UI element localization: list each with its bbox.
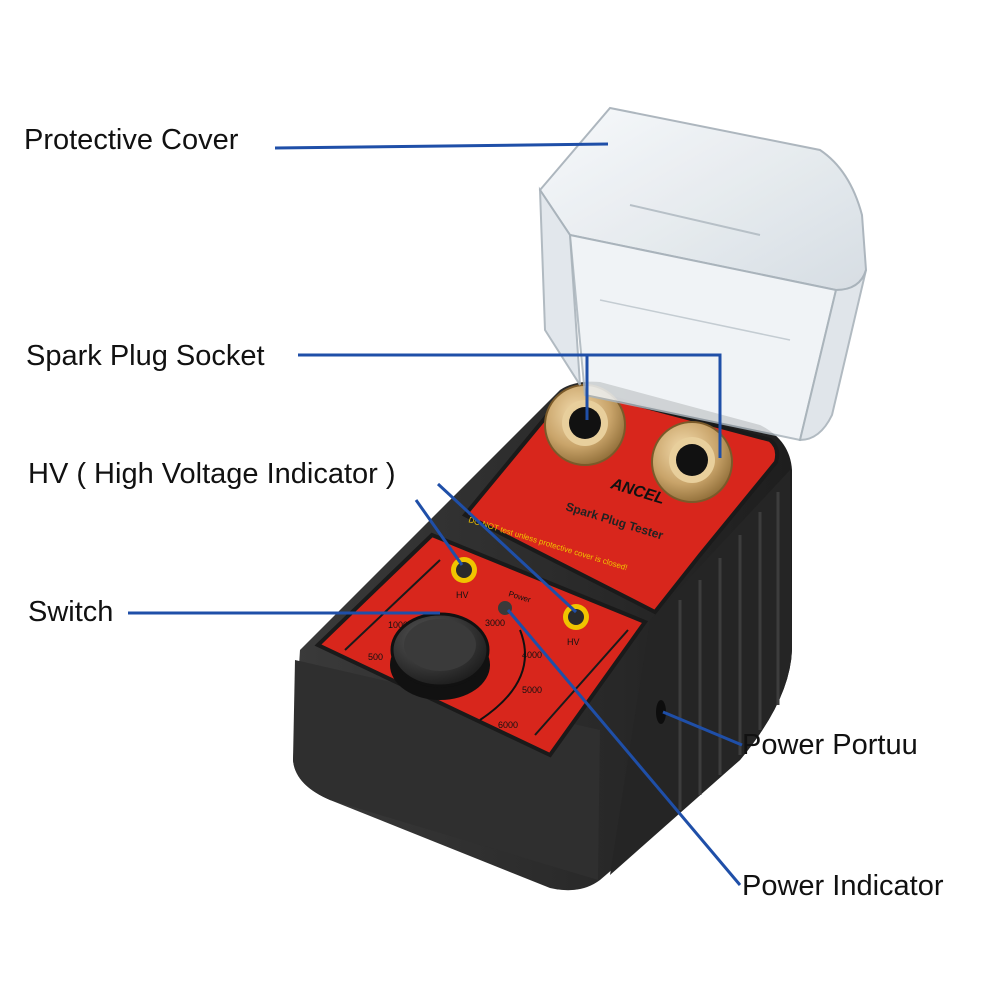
callout-power-port: Power Portuu — [742, 729, 918, 761]
leader-hv-left — [414, 499, 464, 566]
dial-mark-6000: 6000 — [498, 720, 518, 730]
callout-spark-plug-socket: Spark Plug Socket — [26, 340, 265, 372]
dial-mark-1000: 1000 — [388, 620, 408, 630]
leader-hv-right — [436, 482, 578, 614]
dial-mark-5000: 5000 — [522, 685, 542, 695]
dial-mark-4000: 4000 — [522, 650, 542, 660]
dial-mark-3000: 3000 — [485, 618, 505, 628]
spark-plug-socket-right — [651, 421, 733, 503]
leader-lines — [128, 142, 743, 886]
leader-protective-cover — [274, 142, 609, 150]
spark-plug-socket-left — [544, 384, 626, 466]
hv-indicator-left: HV — [451, 557, 477, 600]
leader-power-indicator — [506, 609, 742, 886]
leader-power-port — [662, 710, 743, 747]
protective-cover — [538, 106, 868, 442]
leader-spark-plug-socket — [298, 353, 722, 458]
dial-scale: 500 1000 3000 4000 5000 6000 — [368, 618, 542, 730]
svg-text:HV: HV — [567, 637, 580, 647]
hv-indicator-right: HV — [563, 604, 589, 647]
callout-power-indicator: Power Indicator — [742, 870, 944, 902]
callout-protective-cover: Protective Cover — [24, 124, 239, 156]
power-port — [656, 700, 666, 724]
svg-text:HV: HV — [456, 590, 469, 600]
switch-knob[interactable] — [390, 612, 490, 700]
dial-mark-500: 500 — [368, 652, 383, 662]
callout-switch: Switch — [28, 596, 114, 628]
callout-hv-indicator: HV ( High Voltage Indicator ) — [28, 458, 396, 490]
